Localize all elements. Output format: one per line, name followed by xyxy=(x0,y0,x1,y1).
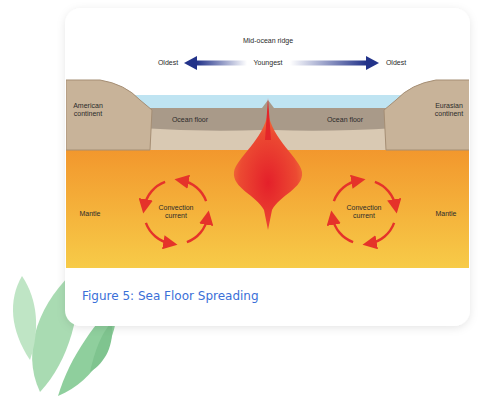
arrow-head xyxy=(184,56,197,70)
ridge-magma xyxy=(265,98,271,140)
arrow-head xyxy=(366,56,379,70)
arrow-shaft xyxy=(197,61,247,66)
diagram-label: Mantle xyxy=(70,210,110,218)
convection-arrows-right xyxy=(333,181,396,244)
diagram-label: Oldest xyxy=(376,59,416,67)
curved-arrow xyxy=(375,182,396,207)
curved-arrow xyxy=(333,218,354,243)
diagram-label: Eurasian continent xyxy=(426,102,472,118)
curved-arrow xyxy=(145,182,166,207)
arrow-shaft xyxy=(290,61,366,66)
diagram-label: Youngest xyxy=(248,59,288,67)
curved-arrow xyxy=(182,181,207,202)
diagram-label: Mantle xyxy=(426,210,466,218)
card-background xyxy=(65,8,470,326)
leaf xyxy=(13,276,36,360)
diagram-label: Mid-ocean ridge xyxy=(228,37,308,45)
diagram-label: Convection current xyxy=(153,204,199,220)
diagram-label: Ocean floor xyxy=(165,116,215,124)
leaf xyxy=(90,322,112,372)
diagram-label: American continent xyxy=(65,102,111,118)
cross-section xyxy=(66,80,469,268)
curved-arrow xyxy=(187,218,208,243)
curved-arrow xyxy=(146,223,171,244)
diagram-label: Oldest xyxy=(148,59,188,67)
curved-arrow xyxy=(334,181,359,202)
american-continent-shape xyxy=(66,80,152,150)
figure-caption: Figure 5: Sea Floor Spreading xyxy=(82,288,259,304)
diagram-label: Ocean floor xyxy=(320,116,370,124)
curved-arrow xyxy=(370,223,395,244)
age-arrows xyxy=(184,56,379,70)
convection-arrows-left xyxy=(145,181,208,244)
diagram-label: Convection current xyxy=(341,204,387,220)
